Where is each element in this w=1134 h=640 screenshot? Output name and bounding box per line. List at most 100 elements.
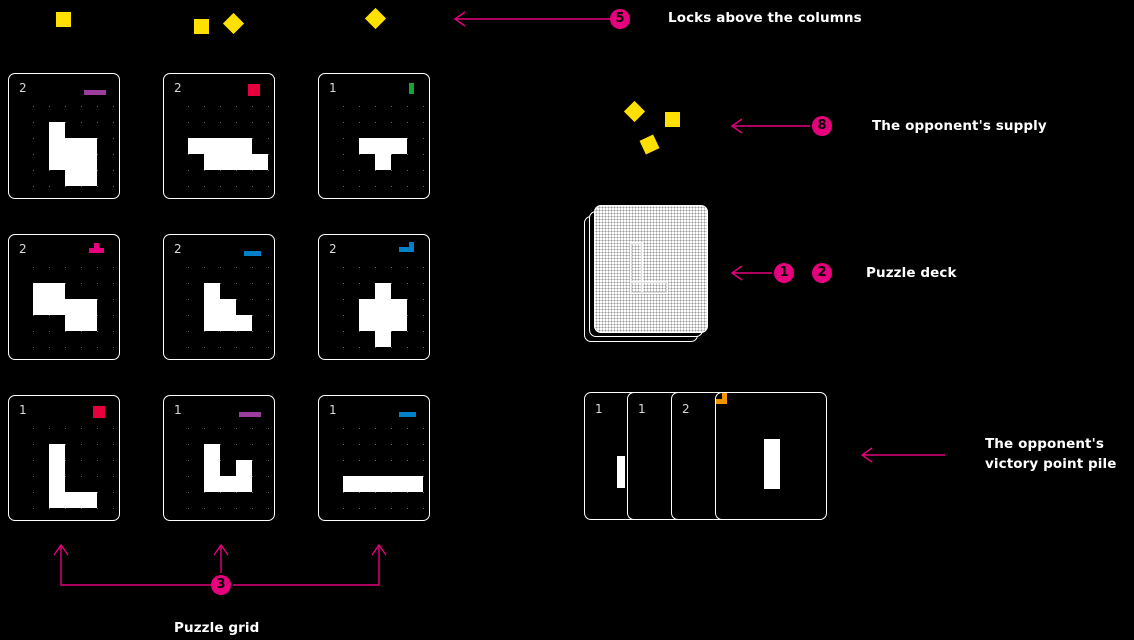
grid-dot	[359, 492, 361, 494]
card-points: 2	[19, 81, 27, 95]
piece-cell	[359, 476, 375, 492]
piece-cell	[375, 283, 391, 299]
lock-token	[194, 19, 209, 34]
grid-dot	[220, 460, 222, 462]
piece-cell	[49, 283, 65, 299]
grid-dot	[391, 492, 393, 494]
grid-dot	[423, 106, 425, 108]
deck-arrow-head	[730, 265, 743, 281]
grid-dot	[407, 460, 409, 462]
grid-dot	[268, 170, 270, 172]
grid-dot	[113, 508, 115, 510]
piece-cell	[204, 315, 220, 331]
grid-dot	[220, 106, 222, 108]
grid-dot	[220, 283, 222, 285]
piece-cell	[220, 315, 236, 331]
grid-dot	[33, 122, 35, 124]
grid-dot	[97, 476, 99, 478]
vp-card-points: 1	[638, 402, 646, 416]
grid-dot	[391, 122, 393, 124]
grid-dot	[268, 476, 270, 478]
grid-dot	[97, 347, 99, 349]
label-vp-line2: victory point pile	[985, 456, 1117, 472]
grid-dot	[81, 267, 83, 269]
grid-dot	[236, 508, 238, 510]
grid-dot	[204, 508, 206, 510]
grid-dot	[220, 508, 222, 510]
grid-dot	[252, 170, 254, 172]
grid-dot	[391, 267, 393, 269]
piece-cell	[375, 315, 391, 331]
grid-dot	[359, 283, 361, 285]
label-vp-line1: The opponent's	[985, 436, 1104, 452]
grid-dot	[252, 267, 254, 269]
card-points: 1	[329, 81, 337, 95]
grid-dot	[113, 186, 115, 188]
grid-dot	[268, 492, 270, 494]
piece-cell	[65, 170, 81, 186]
piece-cell	[49, 122, 65, 138]
grid-dot	[65, 428, 67, 430]
vp-arrow-head	[860, 447, 873, 463]
grid-dot	[33, 186, 35, 188]
grid-dot	[49, 428, 51, 430]
grid-dot	[113, 460, 115, 462]
grid-dot	[49, 267, 51, 269]
piece-cell	[81, 299, 97, 315]
grid-dot	[252, 331, 254, 333]
label-supply: The opponent's supply	[872, 118, 1047, 134]
grid-dot	[188, 444, 190, 446]
grid-dot	[268, 299, 270, 301]
grid-dot	[268, 428, 270, 430]
grid-dot	[375, 267, 377, 269]
vp-card-points: 2	[682, 402, 690, 416]
grid-dot	[407, 283, 409, 285]
grid-dot	[65, 444, 67, 446]
grid-dot	[343, 170, 345, 172]
grid-dot	[359, 267, 361, 269]
puzzle-card: 1	[163, 395, 275, 521]
grid-dot	[343, 138, 345, 140]
grid-dot	[407, 299, 409, 301]
grid-dot	[423, 347, 425, 349]
grid-dot	[97, 138, 99, 140]
grid-dot	[423, 444, 425, 446]
grid-dot	[65, 283, 67, 285]
grid-dot	[113, 492, 115, 494]
grid-dot	[49, 331, 51, 333]
piece-cell	[252, 154, 268, 170]
grid-dot	[113, 476, 115, 478]
grid-dot	[391, 508, 393, 510]
grid-dot	[407, 315, 409, 317]
badge-deck-2: 2	[812, 263, 832, 283]
grid-dot	[204, 428, 206, 430]
grid-dot	[113, 122, 115, 124]
grid-dot	[359, 428, 361, 430]
piece-cell	[81, 154, 97, 170]
grid-bracket-right	[233, 545, 380, 586]
grid-dot	[97, 267, 99, 269]
grid-dot	[81, 444, 83, 446]
grid-dot	[407, 347, 409, 349]
grid-dot	[97, 106, 99, 108]
grid-dot	[359, 154, 361, 156]
grid-dot	[359, 347, 361, 349]
grid-dot	[65, 106, 67, 108]
grid-dot	[188, 283, 190, 285]
grid-dot	[268, 283, 270, 285]
grid-dot	[268, 122, 270, 124]
grid-dot	[268, 444, 270, 446]
grid-dot	[343, 347, 345, 349]
piece-cell	[65, 138, 81, 154]
grid-dot	[49, 106, 51, 108]
grid-bracket-left	[60, 545, 211, 586]
card-points: 2	[19, 242, 27, 256]
grid-dot	[343, 508, 345, 510]
piece-cell	[65, 492, 81, 508]
grid-dot	[252, 492, 254, 494]
grid-dot	[188, 460, 190, 462]
grid-dot	[423, 154, 425, 156]
grid-dot	[236, 492, 238, 494]
grid-dot	[268, 331, 270, 333]
